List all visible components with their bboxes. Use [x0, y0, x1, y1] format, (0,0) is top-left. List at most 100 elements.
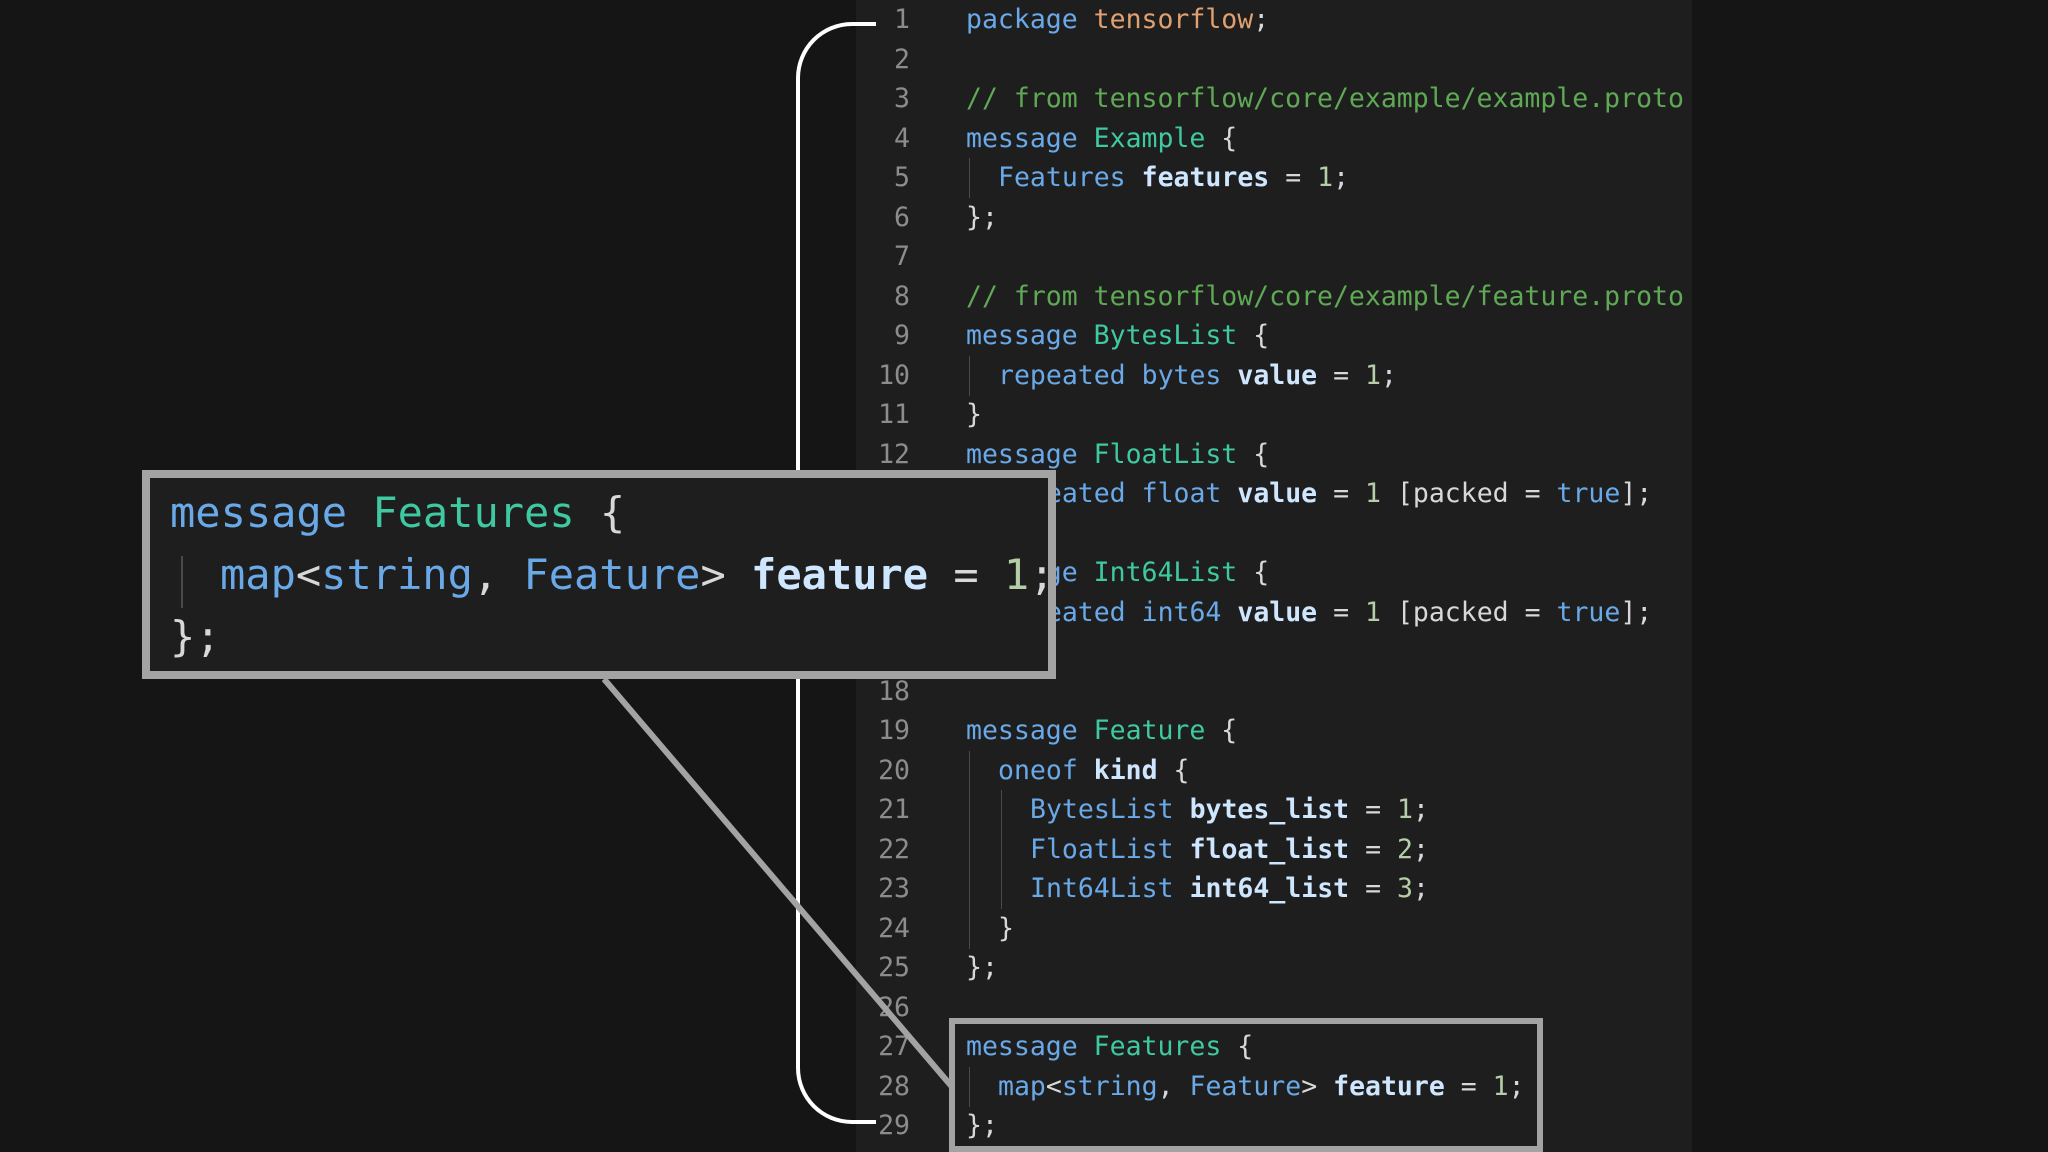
code-token: >	[1301, 1070, 1334, 1102]
code-token: =	[1349, 794, 1397, 825]
code-token	[1078, 755, 1094, 786]
code-token: 2	[1396, 833, 1413, 865]
indent-guide	[181, 556, 183, 608]
code-token: value	[1237, 478, 1318, 509]
code-token: ;	[1253, 4, 1270, 35]
code-token: ;	[1412, 794, 1429, 825]
code-token	[1126, 360, 1142, 391]
code-token	[1221, 478, 1237, 509]
code-token: {	[574, 488, 626, 537]
indent-guide	[969, 158, 970, 198]
code-token: true	[1556, 596, 1621, 628]
code-token: };	[966, 201, 998, 233]
code-token: 1	[1365, 359, 1381, 391]
code-token: BytesList	[1030, 794, 1174, 825]
code-text: BytesList bytes_list = 1;	[1030, 790, 1429, 830]
code-text: map<string, Feature> feature = 1;	[998, 1067, 1525, 1107]
zoom-code-line: map<string, Feature> feature = 1;	[220, 544, 1055, 606]
code-token: [packed =	[1380, 596, 1557, 628]
line-number: 7	[894, 241, 910, 272]
indent-guide	[969, 790, 970, 830]
code-token: }	[966, 399, 982, 430]
code-line: 29};	[856, 1106, 1692, 1146]
line-number: 12	[878, 438, 910, 470]
code-token	[1078, 4, 1094, 35]
code-token: map	[998, 1070, 1046, 1102]
indent-guide	[1001, 829, 1002, 870]
code-token: ;	[1380, 359, 1397, 391]
highlight-box	[949, 1018, 1543, 1152]
code-token: {	[1205, 715, 1238, 746]
code-text: package tensorflow;	[966, 0, 1269, 40]
code-token: =	[1317, 596, 1366, 628]
code-token	[1078, 715, 1094, 746]
code-text: message Feature {	[966, 711, 1237, 751]
code-token	[1126, 597, 1142, 628]
code-token: Feature	[523, 550, 701, 599]
code-token: 1	[1365, 596, 1381, 628]
code-token: message	[170, 488, 348, 537]
code-token: message	[966, 122, 1078, 154]
code-line: 7	[856, 237, 1692, 277]
indent-guide	[969, 1066, 970, 1107]
code-token: oneof	[998, 754, 1078, 786]
code-line: 6};	[856, 198, 1692, 238]
code-token: string	[321, 550, 473, 599]
code-token: int64	[1141, 596, 1222, 628]
line-number: 6	[894, 201, 910, 233]
line-number: 10	[878, 359, 910, 391]
code-token: tensorflow	[1093, 4, 1254, 35]
code-token	[1126, 162, 1142, 193]
indent-guide	[969, 750, 970, 791]
code-text: // from tensorflow/core/example/feature.…	[966, 277, 1684, 317]
code-token: feature	[1333, 1070, 1445, 1102]
code-token: Features	[998, 162, 1126, 193]
code-token: };	[170, 612, 221, 661]
code-token: ;	[1412, 833, 1429, 865]
code-token	[347, 488, 372, 537]
code-token	[1221, 597, 1237, 628]
line-number: 5	[894, 162, 910, 193]
code-token: ,	[1157, 1070, 1190, 1102]
code-text: };	[966, 948, 998, 988]
code-text: oneof kind {	[998, 751, 1190, 791]
code-token: ;	[1029, 550, 1055, 599]
code-token: Feature	[1189, 1070, 1302, 1102]
code-token: Int64List	[1093, 557, 1238, 588]
code-token	[1078, 439, 1094, 470]
code-token: Features	[372, 488, 575, 537]
code-token: =	[1317, 478, 1366, 509]
code-token: ;	[1333, 162, 1350, 193]
code-line: 25};	[856, 948, 1692, 988]
code-line: 5 Features features = 1;	[856, 158, 1692, 198]
code-token: ,	[472, 550, 524, 599]
code-token: ;	[1508, 1070, 1525, 1102]
code-token: kind	[1093, 754, 1158, 786]
code-token: Feature	[1093, 715, 1206, 746]
code-text: // from tensorflow/core/example/example.…	[966, 79, 1684, 119]
code-token	[1174, 794, 1190, 825]
code-token: 1	[1003, 550, 1030, 599]
code-token: string	[1061, 1070, 1158, 1102]
indent-guide	[1001, 790, 1002, 830]
indent-guide	[1001, 869, 1002, 909]
code-token: features	[1141, 162, 1270, 193]
code-text: message Example {	[966, 119, 1237, 159]
code-token: float_list	[1189, 833, 1350, 865]
code-text: Features features = 1;	[998, 158, 1349, 198]
code-text: repeated int64 value = 1 [packed = true]…	[998, 593, 1652, 633]
code-token: message	[966, 320, 1078, 351]
code-text: }	[998, 909, 1014, 949]
code-token: 1	[1396, 794, 1413, 825]
code-token	[1078, 557, 1094, 588]
code-token	[1174, 873, 1190, 904]
zoom-code-line: };	[170, 606, 221, 668]
code-token: package	[966, 4, 1078, 35]
